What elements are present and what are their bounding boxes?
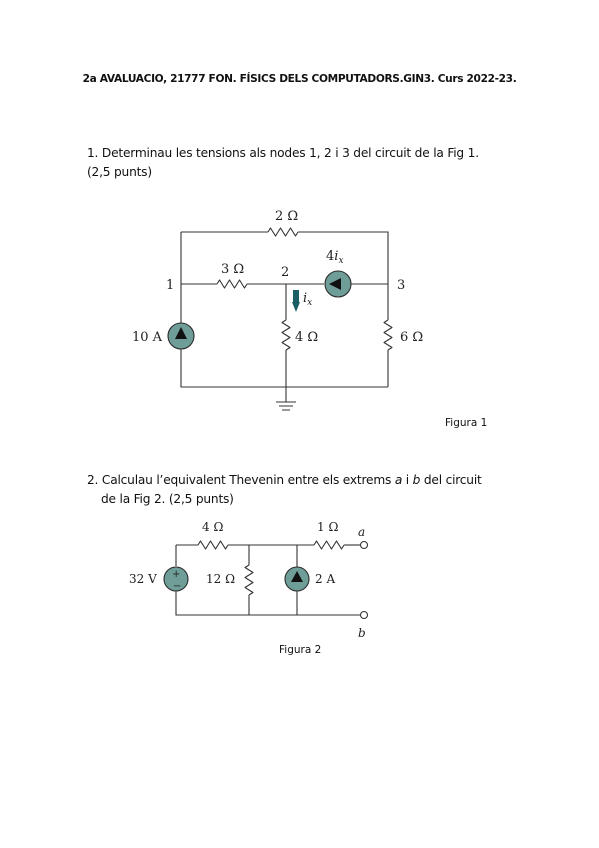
label-12ohm: 12 Ω [206,572,235,586]
question-2-line-1: 2. Calculau l’equivalent Thevenin entre … [87,473,482,487]
question-1-text: 1. Determinau les tensions als nodes 1, … [87,146,479,160]
label-2a: 2 A [315,572,335,586]
label-node-2: 2 [281,265,289,280]
wire-bottom [180,349,388,388]
exam-header: 2a AVALUACIO, 21777 FON. FÍSICS DELS COM… [82,73,517,85]
label-3ohm: 3 Ω [221,262,244,277]
label-dependent-source: 4ix [326,249,344,266]
resistor-12ohm-f2 [244,564,254,596]
label-2ohm: 2 Ω [275,209,298,224]
label-32v: 32 V [129,572,157,586]
left-arrow-icon [329,278,341,290]
question-2-line-2: de la Fig 2. (2,5 punts) [101,492,234,506]
figure-1-caption: Figura 1 [445,417,488,429]
resistor-3ohm [216,279,248,289]
label-4ohm: 4 Ω [295,330,318,345]
question-2: 2. Calculau l’equivalent Thevenin entre … [87,471,527,509]
label-terminal-b: b [358,626,366,640]
resistor-4ohm-f2 [197,540,229,550]
question-1: 1. Determinau les tensions als nodes 1, … [87,144,527,182]
resistor-1ohm-f2 [313,540,345,550]
label-4ohm-f2: 4 Ω [202,520,223,534]
label-10a: 10 A [132,330,163,345]
label-terminal-a: a [358,525,365,539]
label-1ohm-f2: 1 Ω [317,520,338,534]
resistor-6ohm [383,319,393,351]
ground-icon [276,401,296,411]
plus-sign-icon: + [172,569,180,580]
question-1-points: (2,5 punts) [87,165,152,179]
minus-sign-icon: − [173,581,181,592]
up-arrow-icon [291,571,303,582]
down-arrow-icon [292,302,300,312]
label-node-1: 1 [166,278,174,293]
resistor-4ohm [281,319,291,351]
terminal-a [359,540,369,550]
label-node-3: 3 [397,278,405,293]
label-6ohm: 6 Ω [400,330,423,345]
resistor-2ohm [267,227,299,237]
up-arrow-icon [175,327,187,339]
wire-f2-bottom [175,591,360,616]
figure-2-caption: Figura 2 [279,644,322,656]
label-ix: ix [303,291,312,308]
ix-arrow-shaft [293,290,299,302]
terminal-b [359,610,369,620]
wire-top-right [298,231,389,284]
